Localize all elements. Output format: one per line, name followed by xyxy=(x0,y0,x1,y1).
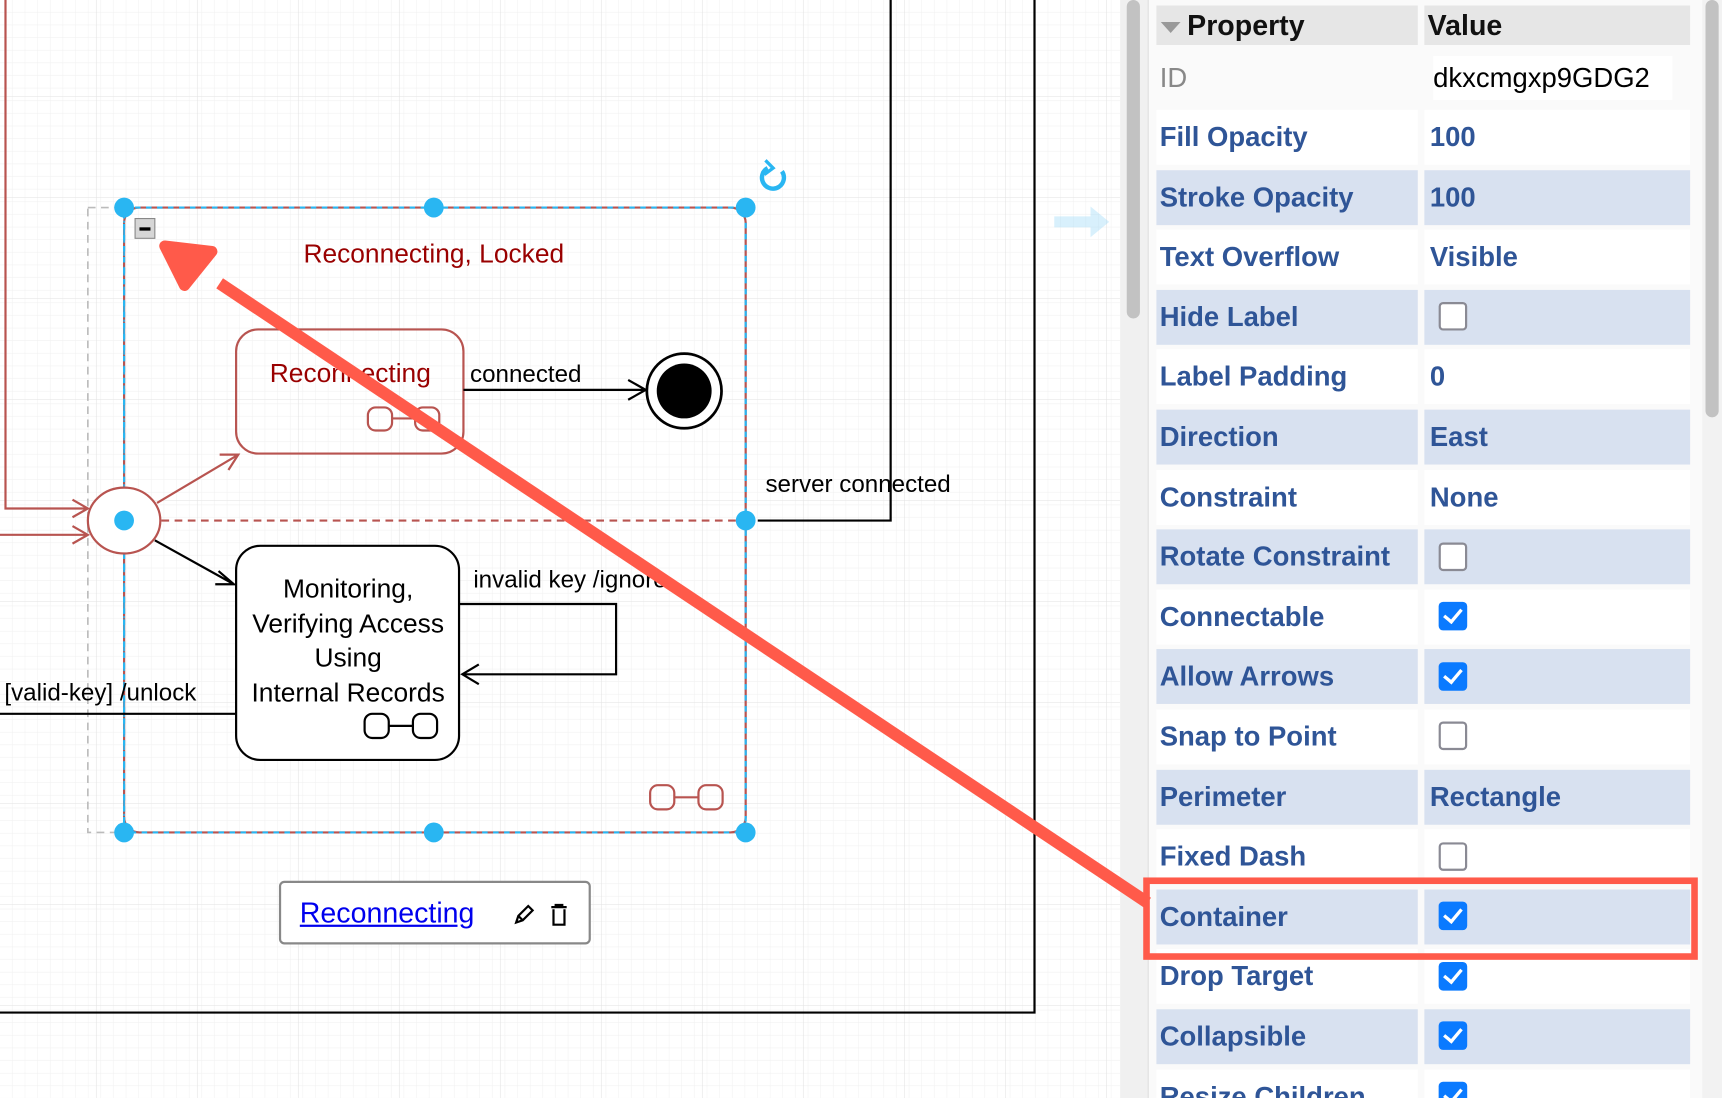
property-label: Constraint xyxy=(1156,469,1418,525)
property-row-id: ID dkxcmgxp9GDG2 xyxy=(1156,50,1691,106)
property-label: Drop Target xyxy=(1156,949,1418,1005)
id-label: ID xyxy=(1156,50,1418,106)
panel-scrollbar[interactable] xyxy=(1702,0,1722,1098)
properties-panel: Property Value ID dkxcmgxp9GDG2 Fill Opa… xyxy=(1147,0,1704,1098)
svg-text:Verifying Access: Verifying Access xyxy=(252,609,444,639)
property-label: Label Padding xyxy=(1156,349,1418,405)
id-input[interactable]: dkxcmgxp9GDG2 xyxy=(1433,56,1673,100)
pencil-icon[interactable] xyxy=(512,903,536,927)
trash-icon[interactable] xyxy=(549,903,569,927)
collapsible-checkbox[interactable] xyxy=(1438,1021,1468,1051)
property-label: Connectable xyxy=(1156,589,1418,645)
property-row-allow-arrows: Allow Arrows xyxy=(1156,649,1691,705)
property-row-container: Container xyxy=(1156,889,1691,945)
svg-text:Monitoring,: Monitoring, xyxy=(283,573,413,603)
property-value-cell xyxy=(1424,529,1691,585)
text-overflow-value[interactable]: Visible xyxy=(1424,229,1691,285)
property-value-cell xyxy=(1424,709,1691,765)
property-label: Rotate Constraint xyxy=(1156,529,1418,585)
property-row-connectable: Connectable xyxy=(1156,589,1691,645)
server-connected-label: server connected xyxy=(765,471,950,498)
property-row-fixed-dash: Fixed Dash xyxy=(1156,829,1691,885)
connectable-checkbox[interactable] xyxy=(1438,602,1468,631)
collapse-triangle-icon[interactable] xyxy=(1160,22,1181,34)
property-value-cell xyxy=(1424,289,1691,345)
property-row-resize-children: Resize Children xyxy=(1156,1069,1691,1098)
incoming-edge-1[interactable] xyxy=(4,0,91,519)
canvas-scrollbar[interactable] xyxy=(1120,0,1148,1098)
state-reconnecting-label: Reconnecting xyxy=(270,358,431,388)
property-label: Container xyxy=(1156,889,1418,945)
property-label: Fixed Dash xyxy=(1156,829,1418,885)
property-label: Hide Label xyxy=(1156,289,1418,345)
incoming-edge-2[interactable] xyxy=(0,525,91,545)
arrow-right-icon[interactable] xyxy=(1054,206,1110,238)
svg-text:Internal Records: Internal Records xyxy=(251,678,444,708)
diagram-canvas[interactable]: server connected Reconnecting, Locked Re… xyxy=(0,0,1121,1098)
snap-to-point-checkbox[interactable] xyxy=(1438,721,1468,751)
fixed-dash-checkbox[interactable] xyxy=(1438,841,1468,871)
property-label: Resize Children xyxy=(1156,1069,1418,1098)
property-label: Snap to Point xyxy=(1156,709,1418,765)
property-row-rotate-constraint: Rotate Constraint xyxy=(1156,529,1691,585)
property-value-cell xyxy=(1424,1009,1691,1065)
property-label: Direction xyxy=(1156,409,1418,465)
perimeter-value[interactable]: Rectangle xyxy=(1424,769,1691,825)
property-value-cell xyxy=(1424,829,1691,885)
property-label: Allow Arrows xyxy=(1156,649,1418,705)
collapse-icon[interactable] xyxy=(134,217,156,239)
drop-target-checkbox[interactable] xyxy=(1438,961,1468,991)
rotate-constraint-checkbox[interactable] xyxy=(1438,542,1468,571)
allow-arrows-checkbox[interactable] xyxy=(1438,661,1468,691)
property-label: Collapsible xyxy=(1156,1009,1418,1065)
reconnecting-link[interactable]: Reconnecting xyxy=(299,896,475,930)
constraint-value[interactable]: None xyxy=(1424,469,1691,525)
final-state[interactable] xyxy=(645,352,723,430)
property-label: Text Overflow xyxy=(1156,229,1418,285)
resize-children-checkbox[interactable] xyxy=(1438,1081,1468,1098)
label-padding-value[interactable]: 0 xyxy=(1424,349,1691,405)
property-row-collapsible: Collapsible xyxy=(1156,1009,1691,1065)
property-value-cell xyxy=(1424,949,1691,1005)
container-checkbox[interactable] xyxy=(1438,901,1468,931)
container-title: Reconnecting, Locked xyxy=(303,238,564,268)
property-label: Stroke Opacity xyxy=(1156,169,1418,225)
property-row-snap-to-point: Snap to Point xyxy=(1156,709,1691,765)
property-value-cell xyxy=(1424,889,1691,945)
hide-label-checkbox[interactable] xyxy=(1438,302,1468,331)
link-tooltip: Reconnecting xyxy=(278,880,591,945)
property-column-header[interactable]: Property xyxy=(1156,5,1418,46)
invalid-key-label: invalid key /ignore xyxy=(473,567,666,594)
property-value-cell xyxy=(1424,649,1691,705)
value-column-header[interactable]: Value xyxy=(1424,5,1691,46)
rotate-icon[interactable] xyxy=(759,159,787,191)
svg-text:Using: Using xyxy=(314,643,381,673)
property-row-drop-target: Drop Target xyxy=(1156,949,1691,1005)
connected-label: connected xyxy=(470,361,581,388)
property-row-hide-label: Hide Label xyxy=(1156,289,1691,345)
property-value-cell xyxy=(1424,1069,1691,1098)
valid-key-label: [valid-key] /unlock xyxy=(4,680,197,707)
property-label: Perimeter xyxy=(1156,769,1418,825)
property-value-cell xyxy=(1424,589,1691,645)
fill-opacity-value[interactable]: 100 xyxy=(1424,109,1691,165)
stroke-opacity-value[interactable]: 100 xyxy=(1424,169,1691,225)
property-label: Fill Opacity xyxy=(1156,109,1418,165)
direction-value[interactable]: East xyxy=(1424,409,1691,465)
